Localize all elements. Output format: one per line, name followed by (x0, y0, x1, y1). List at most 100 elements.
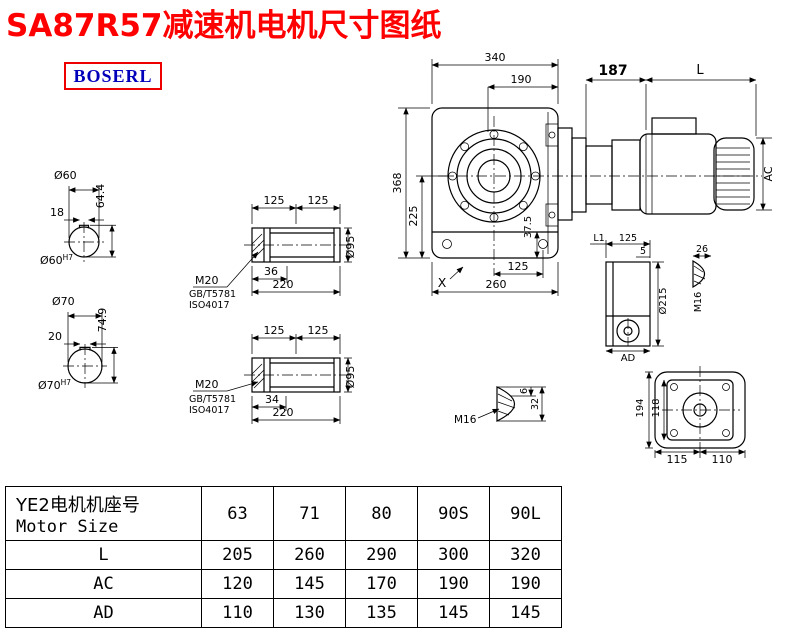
dim-64-4: 64.4 (94, 184, 107, 209)
dim-37-5: 37.5 (523, 216, 534, 238)
table-cell: 145 (489, 598, 562, 628)
dim-d60h7: Ø60H7 (40, 253, 73, 267)
table-header-label: YE2电机机座号 Motor Size (5, 486, 202, 541)
dim-260: 260 (486, 278, 507, 291)
dim-34: 34 (265, 393, 279, 406)
table-cell: 205 (201, 540, 274, 570)
shaft-detail-top (251, 227, 341, 263)
shaft-detail-bottom-labels: 125 125 M20 GB/T5781 ISO4017 34 220 Ø95 (189, 324, 357, 419)
plug-top-labels: 26 M16 (693, 244, 708, 312)
thread-m20: M20 (195, 274, 219, 287)
std-gb: GB/T5781 (189, 394, 236, 405)
table-row-AC: AC 120 145 170 190 190 (5, 569, 562, 599)
dim-118: 118 (651, 398, 662, 417)
dim-125: 125 (619, 233, 637, 244)
plug-bottom-labels: M16 6 32 (454, 388, 541, 426)
dim-225: 225 (407, 206, 420, 227)
header-cn: YE2电机机座号 (16, 494, 140, 516)
dim-36: 36 (264, 265, 278, 278)
std-iso: ISO4017 (189, 405, 230, 416)
table-cell: 145 (417, 598, 490, 628)
table-cell: 320 (489, 540, 562, 570)
dim-125a: 125 (264, 324, 285, 337)
dim-194: 194 (635, 398, 646, 417)
shaft-detail-bottom-dimensions (193, 334, 352, 424)
table-cell: 110 (201, 598, 274, 628)
label-x: X (438, 275, 447, 290)
std-gb: GB/T5781 (189, 289, 236, 300)
dim-32: 32 (530, 398, 541, 410)
table-cell: 290 (345, 540, 418, 570)
plug-top (692, 259, 706, 289)
motor-rear-labels: 194 118 115 110 (635, 398, 733, 466)
plug-bottom (496, 386, 516, 422)
plug-top-hatch (692, 253, 712, 285)
boserl-logo-text: BOSERL (73, 65, 153, 86)
dim-d60: Ø60 (54, 169, 77, 182)
table-cell: 190 (417, 569, 490, 599)
row-label: AC (5, 569, 202, 599)
table-cell: 120 (201, 569, 274, 599)
gearbox-side-view (605, 261, 651, 347)
motor-size-table: YE2电机机座号 Motor Size 63 71 80 90S 90L L 2… (5, 486, 562, 628)
boserl-logo: BOSERL (64, 62, 162, 90)
front-view-labels: 340 190 187 L AC 368 225 37.5 125 260 X (391, 51, 775, 291)
shaft70-section (67, 346, 103, 384)
shaft-detail-bottom (251, 357, 341, 393)
dim-20: 20 (48, 330, 62, 343)
gearbox-side-labels: L1 125 5 Ø215 AD (593, 233, 669, 364)
size-column-header: 90L (489, 486, 562, 541)
dim-6: 6 (519, 388, 530, 394)
dim-220: 220 (273, 278, 294, 291)
dim-AC: AC (762, 166, 775, 181)
size-column-header: 80 (345, 486, 418, 541)
dim-190: 190 (511, 73, 532, 86)
dim-ad: AD (621, 353, 636, 364)
shaft70-dimensions (64, 312, 118, 384)
motor-rear-bolts (670, 383, 730, 437)
table-cell: 300 (417, 540, 490, 570)
dim-340: 340 (485, 51, 506, 64)
dim-d70: Ø70 (52, 295, 75, 308)
shaft60-dimensions (64, 186, 116, 258)
size-column-header: 63 (201, 486, 274, 541)
dim-d215: Ø215 (657, 288, 669, 315)
shaft60-labels: Ø60 18 64.4 Ø60H7 (40, 169, 107, 267)
thread-m20: M20 (195, 378, 219, 391)
dim-125b: 125 (308, 324, 329, 337)
table-cell: 190 (489, 569, 562, 599)
gearbox-side-dimensions (590, 240, 664, 354)
table-cell: 145 (273, 569, 346, 599)
page-title: SA87R57减速机电机尺寸图纸 (6, 8, 442, 44)
motor-view (557, 117, 755, 221)
motor-fins (645, 134, 750, 214)
dim-187: 187 (598, 63, 627, 79)
table-cell: 260 (273, 540, 346, 570)
shaft-detail-top-dimensions (193, 204, 352, 296)
dim-d70h7: Ø70H7 (38, 378, 71, 392)
std-iso: ISO4017 (189, 300, 230, 311)
table-cell: 135 (345, 598, 418, 628)
dim-115: 115 (667, 453, 688, 466)
row-label: AD (5, 598, 202, 628)
shaft-detail-top-hatch (251, 233, 265, 259)
dim-l1: L1 (593, 233, 604, 244)
header-en: Motor Size (16, 516, 119, 537)
thread-m16: M16 (693, 292, 704, 312)
dim-125b: 125 (308, 194, 329, 207)
size-column-header: 71 (273, 486, 346, 541)
dim-d95: Ø95 (344, 366, 357, 389)
front-view-dimensions (398, 59, 772, 296)
table-cell: 170 (345, 569, 418, 599)
table-header-row: YE2电机机座号 Motor Size 63 71 80 90S 90L (5, 486, 562, 541)
dim-110: 110 (712, 453, 733, 466)
dim-220: 220 (273, 406, 294, 419)
shaft-detail-top-labels: 125 125 M20 GB/T5781 ISO4017 36 220 Ø95 (189, 194, 357, 311)
plug-bottom-hatch (477, 386, 546, 422)
size-column-header: 90S (417, 486, 490, 541)
dim-5: 5 (640, 246, 646, 257)
thread-m16: M16 (454, 414, 477, 426)
dim-L: L (696, 63, 704, 78)
